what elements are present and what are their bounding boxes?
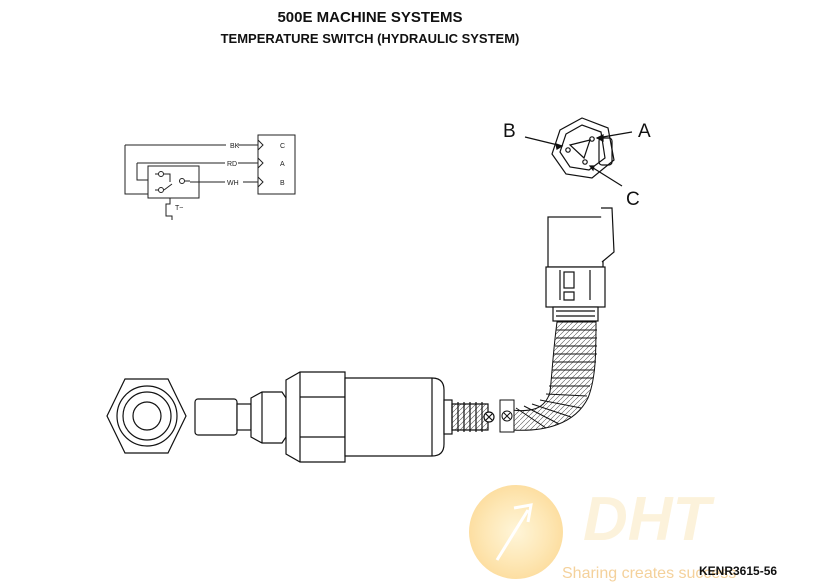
watermark-tagline: Sharing creates success [562, 565, 736, 582]
connector-housing-mid [545, 266, 606, 308]
switch-contact-3 [158, 187, 164, 193]
wire-label-rd: RD [227, 161, 237, 168]
page-title: 500E MACHINE SYSTEMS [277, 9, 463, 26]
pin-label-c: C [280, 143, 285, 150]
face-label-b: B [503, 121, 516, 142]
switch-temp-label: T~ [175, 205, 183, 212]
arrow-c-icon [588, 165, 595, 172]
pin-label-a: A [280, 161, 285, 168]
wiring-schematic [124, 134, 296, 220]
pin-c-socket [582, 159, 588, 165]
connector-housing-top [547, 216, 604, 268]
connector-latch [598, 137, 613, 166]
switch-sleeve [344, 377, 445, 457]
temperature-element [165, 198, 173, 220]
wire-conduit [499, 321, 597, 433]
wire-label-wh: WH [227, 180, 239, 187]
harness-connector [545, 207, 615, 322]
wire-loop-outer [124, 145, 148, 195]
face-label-a: A [638, 121, 651, 142]
arrow-a-icon [595, 134, 604, 142]
switch-boot [443, 399, 453, 435]
switch-links [155, 173, 190, 191]
switch-box [147, 165, 200, 199]
wire-label-bk: BK [230, 143, 240, 150]
switch-contact-2 [179, 178, 185, 184]
watermark: DHT Sharing creates success [469, 485, 736, 582]
connector-face-view [524, 117, 633, 187]
temperature-switch-body [106, 371, 495, 463]
switch-hex-body [285, 371, 346, 463]
switch-collar [250, 391, 287, 444]
chevron-pin-b-icon [257, 176, 264, 188]
pin-b-socket [565, 147, 571, 153]
switch-contact-1 [158, 171, 164, 177]
pin-label-b: B [280, 180, 285, 187]
face-label-c: C [626, 189, 640, 210]
part-number: KENR3615-56 [699, 564, 777, 578]
threaded-stub [194, 398, 238, 436]
page-subtitle: TEMPERATURE SWITCH (HYDRAULIC SYSTEM) [220, 31, 520, 46]
schematic-connector-block [257, 134, 296, 195]
connector-seal [552, 306, 599, 322]
chevron-pin-c-icon [257, 139, 264, 151]
wire-loop-inner [136, 163, 148, 181]
arrow-b-icon [555, 143, 564, 150]
pin-triangle [568, 139, 591, 160]
watermark-logo-text: DHT [583, 485, 716, 554]
connector-lock-tab [601, 207, 615, 263]
pin-a-socket [589, 136, 595, 142]
leader-c [589, 165, 623, 187]
chevron-pin-a-icon [257, 157, 264, 169]
connector-face-outline [551, 117, 615, 179]
